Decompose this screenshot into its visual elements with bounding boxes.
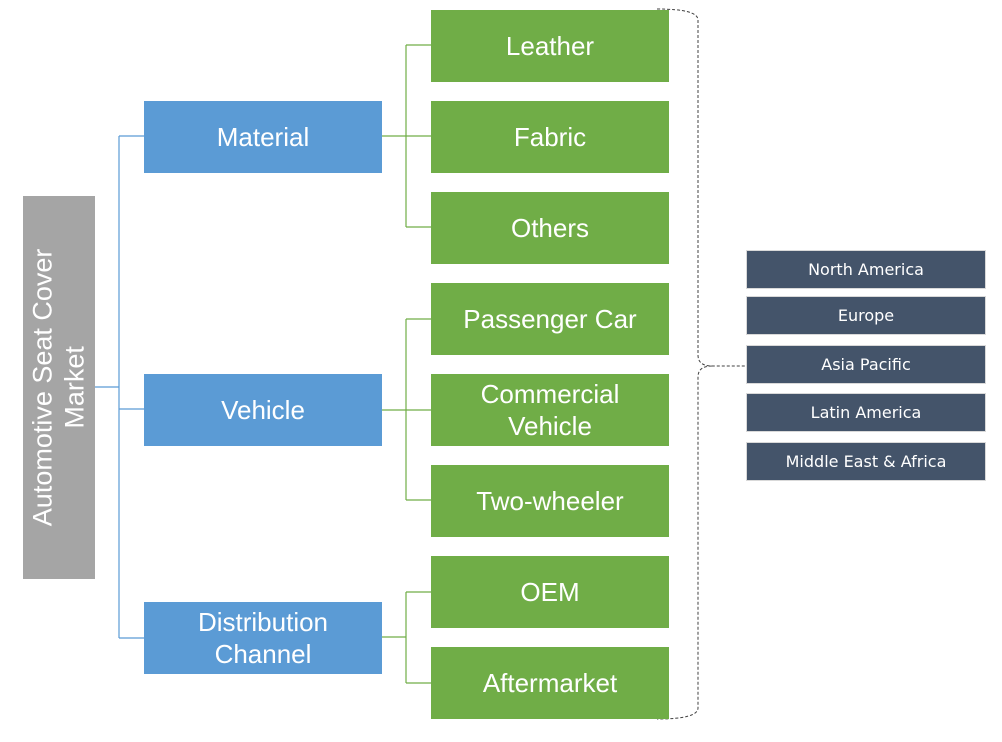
- category-material: Material: [144, 101, 382, 173]
- sub-commercial-vehicle: Commercial Vehicle: [431, 374, 669, 446]
- sub-fabric: Fabric: [431, 101, 669, 173]
- category-distribution-channel: Distribution Channel: [144, 602, 382, 674]
- category-vehicle: Vehicle: [144, 374, 382, 446]
- sub-label: Two-wheeler: [476, 485, 624, 516]
- sub-aftermarket: Aftermarket: [431, 647, 669, 719]
- sub-connectors: [382, 44, 431, 684]
- sub-label: Commercial Vehicle: [480, 378, 620, 442]
- category-label: Material: [216, 121, 310, 152]
- sub-oem: OEM: [431, 556, 669, 628]
- region-label: Europe: [837, 305, 895, 325]
- sub-label: Passenger Car: [463, 303, 637, 334]
- root-connectors: [95, 135, 144, 639]
- region-latin-america: Latin America: [746, 393, 986, 432]
- category-label: Vehicle: [221, 394, 305, 425]
- region-asia-pacific: Asia Pacific: [746, 345, 986, 384]
- region-label: North America: [808, 259, 924, 279]
- sub-passenger-car: Passenger Car: [431, 283, 669, 355]
- region-label: Middle East & Africa: [785, 451, 947, 471]
- region-north-america: North America: [746, 250, 986, 289]
- region-europe: Europe: [746, 296, 986, 335]
- sub-label: Leather: [505, 30, 595, 61]
- region-label: Asia Pacific: [821, 354, 911, 374]
- category-label: Distribution Channel: [197, 606, 329, 670]
- region-bracket: [656, 8, 746, 720]
- region-middle-east-africa: Middle East & Africa: [746, 442, 986, 481]
- sub-label: Aftermarket: [482, 667, 618, 698]
- sub-leather: Leather: [431, 10, 669, 82]
- region-label: Latin America: [810, 402, 922, 422]
- sub-label: Fabric: [513, 121, 587, 152]
- sub-label: OEM: [520, 576, 580, 607]
- sub-label: Others: [510, 212, 590, 243]
- sub-others: Others: [431, 192, 669, 264]
- sub-two-wheeler: Two-wheeler: [431, 465, 669, 537]
